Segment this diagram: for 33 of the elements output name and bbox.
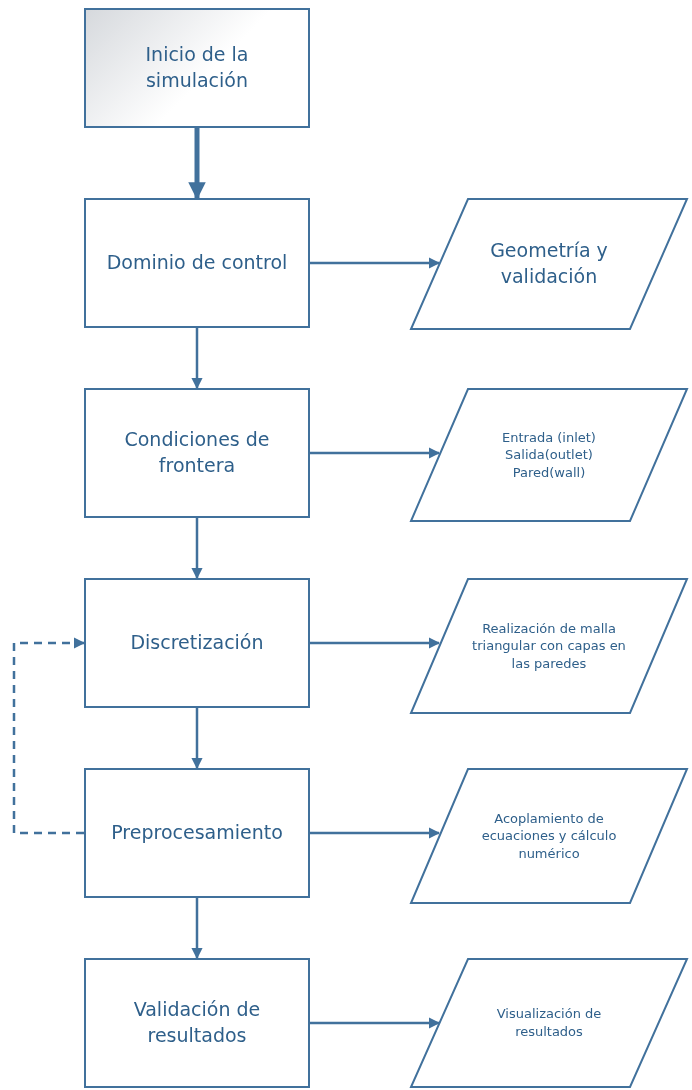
node-label: Acoplamiento de ecuaciones y cálculo numérico (480, 809, 618, 863)
data-parallelogram (410, 958, 688, 1088)
arrow (310, 637, 441, 649)
node-label: Discretización (130, 630, 264, 656)
arrow (12, 637, 86, 835)
node-label: Entrada (inlet) Salida(outlet) Pared(wall) (501, 428, 597, 482)
node-label: Validación de resultados (132, 997, 262, 1048)
arrow (191, 898, 203, 960)
node-label: Visualización de resultados (495, 1005, 603, 1041)
arrow (310, 257, 441, 269)
arrow (191, 328, 203, 390)
data-parallelogram (410, 198, 688, 330)
data-parallelogram (410, 578, 688, 714)
arrow (188, 128, 206, 200)
arrow (310, 1017, 441, 1029)
node-label: Realización de malla triangular con capas en las paredes (472, 619, 626, 673)
process-box (84, 958, 310, 1088)
data-parallelogram (410, 768, 688, 904)
process-box (84, 198, 310, 328)
arrow (191, 518, 203, 580)
node-label: Preprocesamiento (111, 820, 283, 846)
node-label: Condiciones de frontera (123, 427, 271, 478)
arrow (310, 827, 441, 839)
arrow (191, 708, 203, 770)
node-label: Geometría y validación (489, 238, 609, 289)
process-box (84, 388, 310, 518)
node-label: Dominio de control (106, 250, 288, 276)
process-box (84, 578, 310, 708)
data-parallelogram (410, 388, 688, 522)
process-box (84, 768, 310, 898)
node-label: Inicio de la simulación (144, 42, 250, 93)
arrow (310, 447, 441, 459)
process-box (84, 8, 310, 128)
